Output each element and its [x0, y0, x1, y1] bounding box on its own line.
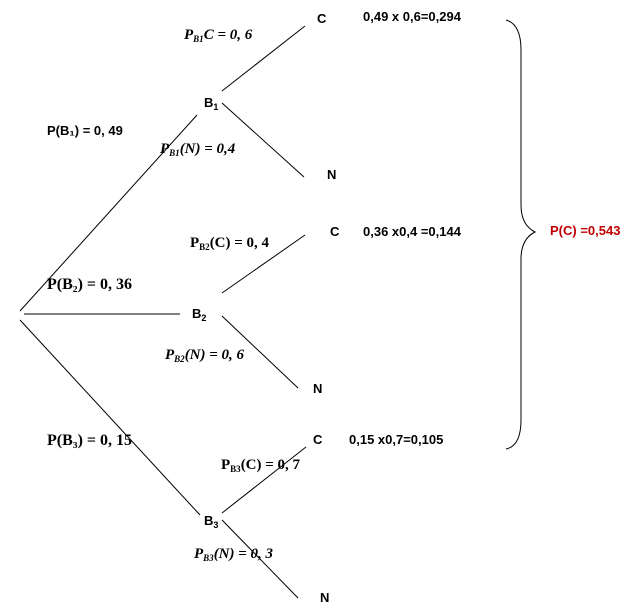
product-b2-c: 0,36 x0,4 =0,144 — [363, 224, 461, 239]
branch-b1-n — [221, 102, 305, 178]
label-p-b2-c: PB2(C) = 0, 4 — [190, 235, 270, 252]
branch-root-b1 — [19, 114, 198, 312]
branch-b2-n — [221, 315, 299, 389]
label-p-b2-n: PB2(N) = 0, 6 — [165, 347, 245, 364]
label-p-b3-c: PB3(C) = 0, 7 — [221, 457, 301, 474]
branch-b1-c — [221, 25, 306, 92]
branch-b3-c — [221, 446, 307, 514]
node-n1: N — [327, 167, 337, 182]
node-b2: B2 — [192, 306, 207, 323]
branch-b2-c — [221, 234, 306, 294]
branch-b3-n — [221, 519, 299, 599]
node-c2: C — [330, 224, 340, 239]
total-p-c: P(C) =0,543 — [550, 223, 621, 238]
node-b1: B1 — [204, 95, 219, 112]
node-n2: N — [313, 381, 323, 396]
product-b1-c: 0,49 x 0,6=0,294 — [363, 9, 461, 24]
label-p-b2: P(B₂) = 0, 36 — [47, 276, 133, 293]
branch-root-b3 — [19, 319, 201, 516]
label-p-b1: P(B₁) = 0, 49 — [47, 123, 123, 138]
label-p-b1-c: PB1C = 0, 6 — [184, 27, 253, 44]
label-p-b3: P(B₃) = 0, 15 — [47, 432, 133, 449]
node-b3: B3 — [204, 513, 219, 530]
node-c1: C — [317, 11, 327, 26]
product-b3-c: 0,15 x0,7=0,105 — [349, 432, 444, 447]
node-c3: C — [313, 432, 323, 447]
label-p-b3-n: PB3(N) = 0, 3 — [194, 546, 274, 563]
summation-brace — [505, 19, 537, 450]
label-p-b1-n: PB1(N) = 0,4 — [160, 141, 236, 158]
node-n3: N — [320, 590, 330, 605]
